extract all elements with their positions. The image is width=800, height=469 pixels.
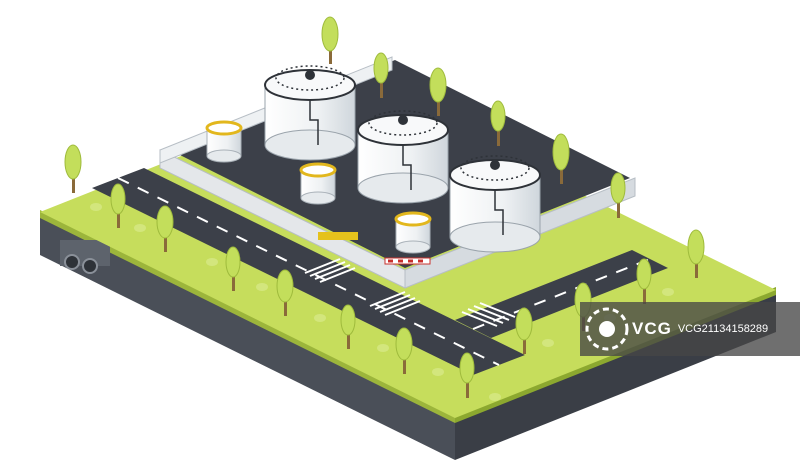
- storage-tank-1: [264, 65, 356, 161]
- watermark: VCG VCG21134158289: [580, 302, 800, 356]
- tree: [515, 307, 533, 354]
- tree: [64, 144, 82, 193]
- tree: [321, 16, 339, 64]
- crosswalk-1: [304, 258, 356, 283]
- small-tank-1: [205, 120, 243, 163]
- watermark-id: VCG21134158289: [677, 323, 769, 335]
- small-tank-3: [394, 211, 432, 254]
- tree: [687, 229, 705, 278]
- trees: [64, 16, 705, 398]
- tree: [395, 327, 413, 374]
- gate-barrier: [384, 257, 431, 265]
- vcg-logo-icon: [585, 307, 629, 351]
- tree: [225, 246, 241, 291]
- tree: [340, 304, 356, 349]
- watermark-brand: VCG: [632, 319, 672, 338]
- tree: [373, 52, 389, 98]
- tree: [156, 205, 174, 252]
- tree: [429, 67, 447, 116]
- yellow-barrier: [318, 232, 358, 240]
- storage-tank-2: [357, 110, 449, 204]
- tree: [110, 183, 126, 228]
- tree: [490, 100, 506, 146]
- storage-tank-3: [449, 155, 541, 253]
- tree: [276, 269, 294, 316]
- pipe-outlet: [60, 240, 110, 274]
- tree: [459, 352, 475, 398]
- crosswalk-3: [461, 302, 516, 327]
- road-center-line: [117, 177, 500, 366]
- small-tank-2: [299, 162, 337, 205]
- tree: [552, 133, 570, 184]
- tree: [636, 258, 652, 304]
- ground-base-left-side: [40, 215, 455, 460]
- tree: [610, 172, 626, 218]
- crosswalk-2: [369, 291, 421, 316]
